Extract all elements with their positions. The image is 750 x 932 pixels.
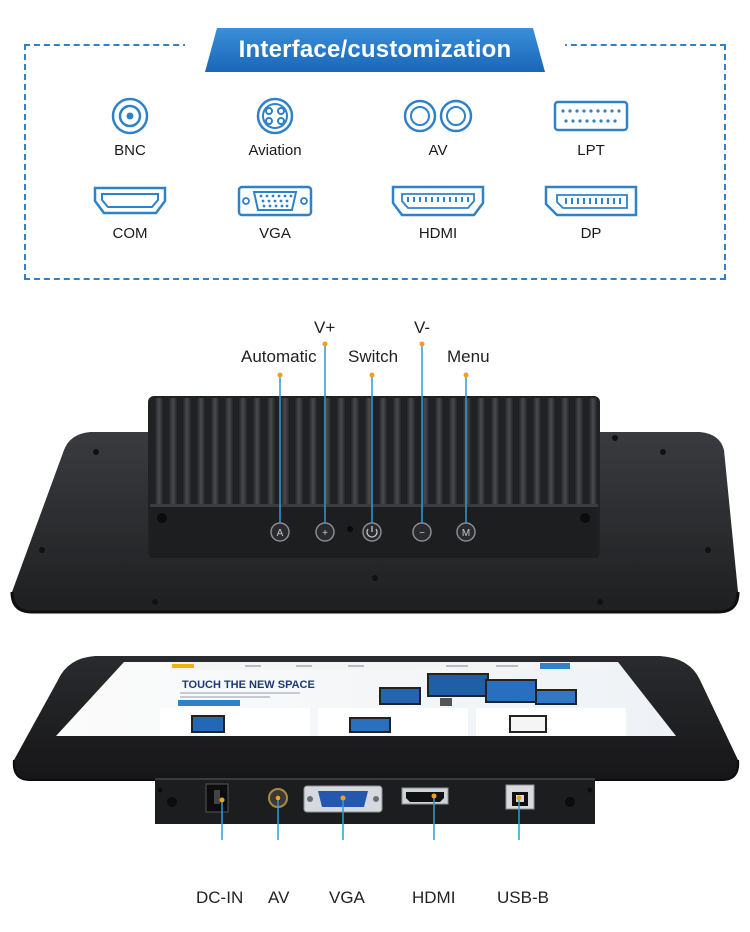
automatic-button-glyph: A <box>277 528 284 539</box>
interface-label-aviation: Aviation <box>248 142 302 159</box>
interface-title-banner: Interface/customization <box>185 26 565 74</box>
label-av: AV <box>268 888 290 907</box>
monitor-back-view: A + − M <box>10 341 740 614</box>
power-icon <box>366 528 378 538</box>
lpt-connector-icon <box>553 100 629 132</box>
displayport-connector-icon <box>544 185 638 217</box>
label-switch: Switch <box>348 347 399 366</box>
label-hdmi: HDMI <box>412 888 456 907</box>
monitor-front-view: TOUCH THE NEW SPACE <box>12 656 740 840</box>
volume-up-button-glyph: + <box>322 528 328 539</box>
front-callout-dots <box>219 793 522 803</box>
aviation-connector-icon <box>256 97 294 135</box>
interface-item-aviation: Aviation <box>220 96 330 159</box>
interface-label-bnc: BNC <box>114 142 146 159</box>
com-connector-icon <box>93 186 167 215</box>
interface-item-bnc: BNC <box>75 96 185 159</box>
back-callout-dots <box>277 341 469 378</box>
interface-item-av: AV <box>383 96 493 159</box>
heatsink-fins <box>154 398 598 516</box>
interface-label-hdmi: HDMI <box>418 225 458 242</box>
volume-down-button-glyph: − <box>419 528 425 539</box>
panel-screws <box>39 435 711 605</box>
interface-item-com: COM <box>75 183 185 242</box>
label-v-plus: V+ <box>314 318 336 337</box>
label-usb-b: USB-B <box>497 888 549 907</box>
hdmi-connector-icon <box>391 185 485 217</box>
label-dc-in: DC-IN <box>196 888 244 907</box>
menu-button-glyph: M <box>462 528 470 539</box>
indicator-led <box>347 526 353 532</box>
interface-item-hdmi: HDMI <box>383 183 493 242</box>
interface-label-av: AV <box>428 142 448 159</box>
interface-item-dp: DP <box>536 183 646 242</box>
interface-label-vga: VGA <box>259 225 291 242</box>
bnc-connector-icon <box>111 97 149 135</box>
label-v-minus: V- <box>414 318 431 337</box>
interface-item-vga: VGA <box>220 183 330 242</box>
front-callout-lines <box>221 796 520 840</box>
back-callout-lines <box>279 344 467 523</box>
vga-connector-icon <box>237 185 313 217</box>
screen-headline: TOUCH THE NEW SPACE <box>182 679 315 691</box>
interface-label-com: COM <box>112 225 148 242</box>
interface-label-dp: DP <box>580 225 602 242</box>
label-menu: Menu <box>447 347 490 366</box>
av-connector-icon <box>403 99 473 133</box>
label-vga: VGA <box>329 888 365 907</box>
interface-title: Interface/customization <box>205 28 545 72</box>
interface-label-lpt: LPT <box>577 142 605 159</box>
label-automatic: Automatic <box>241 347 317 366</box>
interface-item-lpt: LPT <box>536 96 646 159</box>
interface-panel <box>24 44 726 280</box>
